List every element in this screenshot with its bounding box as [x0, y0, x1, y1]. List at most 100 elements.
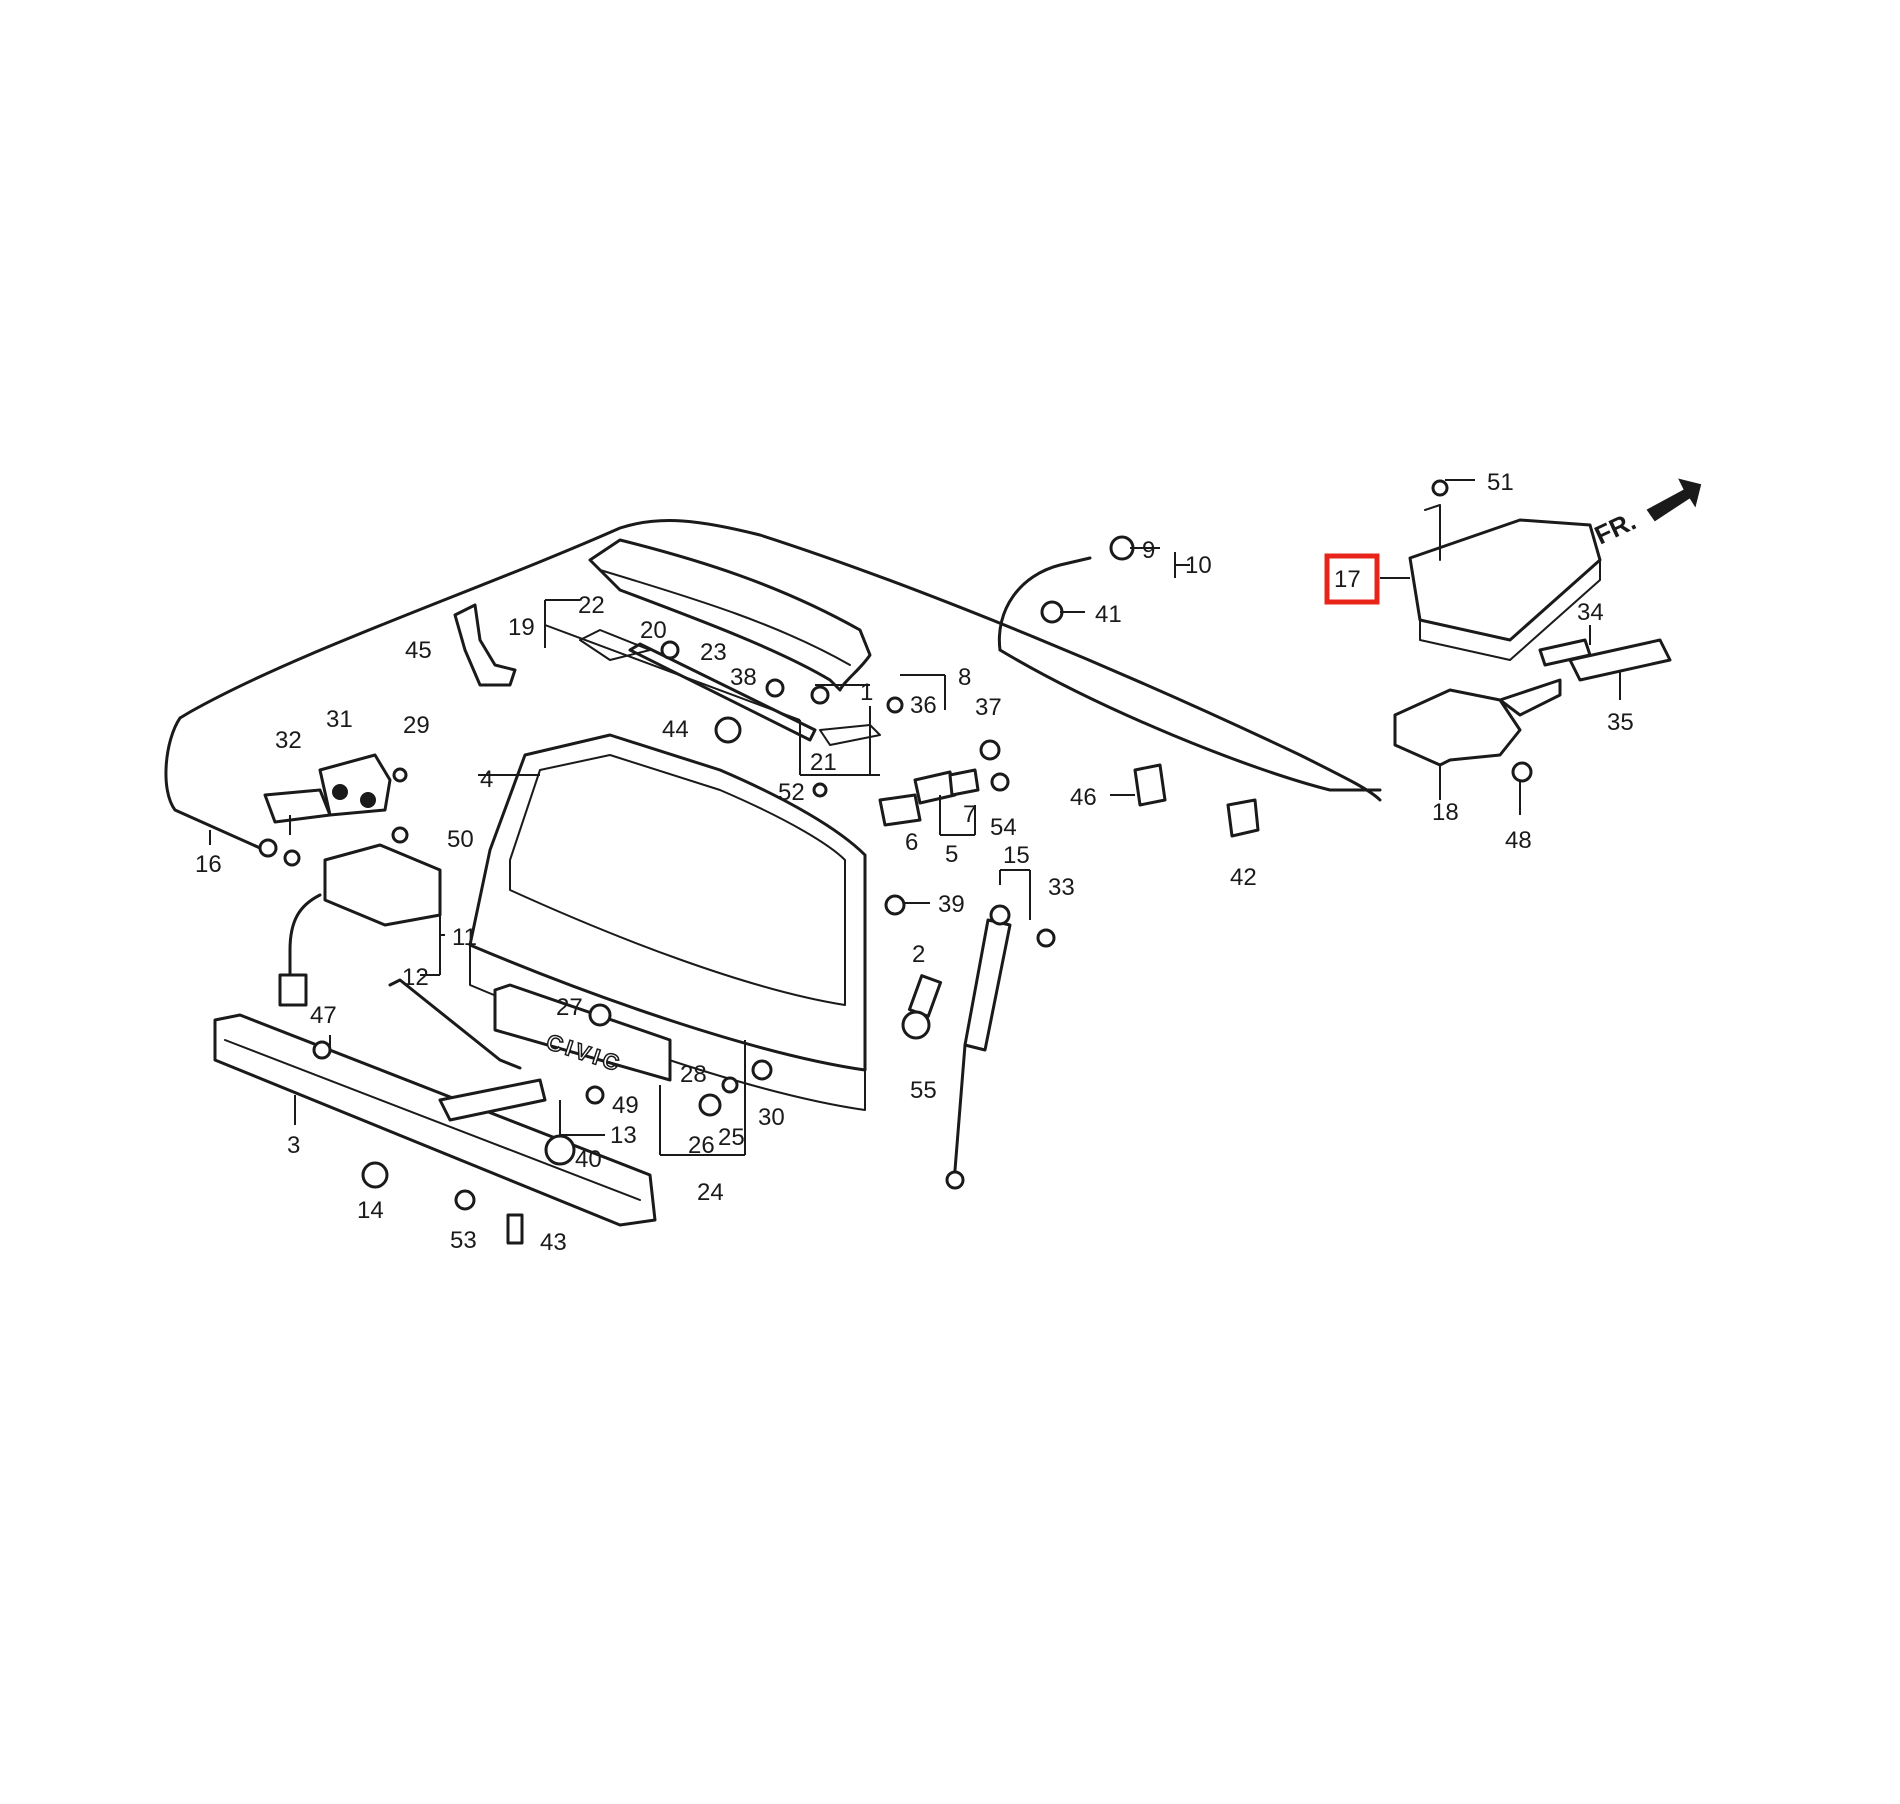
bracket-6: [878, 793, 922, 827]
callout-22: 22: [578, 592, 605, 619]
grommet-53: [454, 1189, 476, 1211]
callout-10: 10: [1185, 552, 1212, 579]
bolt-48: [1511, 761, 1533, 783]
callout-26: 26: [688, 1132, 715, 1159]
front-direction-label: FR.: [1590, 506, 1641, 551]
hinge-part: [318, 753, 392, 817]
callout-3: 3: [287, 1132, 300, 1159]
callout-labels: 1 2 3 4 5 6 7 8 9 10 11 12 13 14 15 16 1…: [195, 469, 1634, 1256]
front-arrow-icon: [1646, 478, 1702, 522]
highlight-box-17: [1324, 553, 1380, 605]
callout-15: 15: [1003, 842, 1030, 869]
fastener-39: [884, 894, 906, 916]
callout-14: 14: [357, 1197, 384, 1224]
callout-13: 13: [610, 1122, 637, 1149]
cable-lower-branch: [998, 648, 1382, 792]
callout-53: 53: [450, 1227, 477, 1254]
fastener-25: [721, 1076, 739, 1094]
clip-41: [1040, 600, 1064, 624]
callout-34: 34: [1577, 599, 1604, 626]
lock-wire: [288, 893, 322, 982]
plate-40: [544, 1134, 576, 1166]
bolt-51: [1431, 479, 1449, 497]
callout-8: 8: [958, 664, 971, 691]
cover-17-tab: [1424, 504, 1441, 561]
callout-50: 50: [447, 826, 474, 853]
emblem-panel: [493, 983, 672, 1082]
callout-48: 48: [1505, 827, 1532, 854]
callout-19: 19: [508, 614, 535, 641]
callout-36: 36: [910, 692, 937, 719]
strut-top-end: [989, 904, 1011, 926]
fastener-36: [886, 696, 904, 714]
callout-23: 23: [700, 639, 727, 666]
cable-end-part: [258, 838, 278, 858]
bracket-45-part: [453, 603, 517, 687]
callout-1: 1: [860, 679, 873, 706]
cylinder-13: [438, 1078, 547, 1122]
callout-54: 54: [990, 814, 1017, 841]
spoiler-part: [588, 538, 872, 692]
strut-rod: [953, 1043, 967, 1172]
callout-42: 42: [1230, 864, 1257, 891]
clip-38: [765, 678, 785, 698]
callout-2: 2: [912, 941, 925, 968]
callout-46: 46: [1070, 784, 1097, 811]
callout-51: 51: [1487, 469, 1514, 496]
bolt-49: [585, 1085, 605, 1105]
cable-end-ring: [283, 849, 301, 867]
fastener-9: [1109, 535, 1135, 561]
callout-29: 29: [403, 712, 430, 739]
callout-9: 9: [1142, 537, 1155, 564]
grommet-55-part: [901, 1010, 931, 1040]
callout-16: 16: [195, 851, 222, 878]
clip-46: [1133, 763, 1167, 807]
hinge-bolt-b: [360, 792, 376, 808]
latch-arm: [1498, 678, 1562, 717]
strut-body: [963, 918, 1012, 1052]
callout-28: 28: [680, 1061, 707, 1088]
callout-47: 47: [310, 1002, 337, 1029]
callout-31: 31: [326, 706, 353, 733]
clip-42: [1226, 798, 1260, 838]
cover-17-part: [1408, 518, 1602, 642]
callout-41: 41: [1095, 601, 1122, 628]
cover-17-side: [1419, 559, 1601, 661]
fastener-54: [990, 772, 1010, 792]
bolt-29: [392, 767, 408, 783]
clip-27: [588, 1003, 612, 1027]
latch-part: [1393, 688, 1522, 767]
callout-17: 17: [1334, 566, 1361, 593]
bolt-43: [506, 1213, 524, 1245]
callout-45: 45: [405, 637, 432, 664]
clip-21: [819, 724, 881, 746]
spoiler-edge: [599, 569, 851, 666]
hinge-bolt-a: [332, 784, 348, 800]
callout-33: 33: [1048, 874, 1075, 901]
clip-26: [698, 1093, 722, 1117]
lock-rod: [388, 978, 522, 1070]
callout-25: 25: [718, 1124, 745, 1151]
callout-7: 7: [963, 801, 976, 828]
lock-connector: [278, 973, 308, 1007]
callout-30: 30: [758, 1104, 785, 1131]
callout-4: 4: [480, 766, 493, 793]
callout-12: 12: [402, 964, 429, 991]
callout-27: 27: [556, 994, 583, 1021]
bolt-47: [312, 1040, 332, 1060]
fastener-37: [979, 739, 1001, 761]
grommet-14: [361, 1161, 389, 1189]
strut-end: [945, 1170, 965, 1190]
bolt-50: [391, 826, 409, 844]
fastener-30: [751, 1059, 773, 1081]
opener-cable: [164, 519, 1382, 850]
hatch-glass-inner: [509, 754, 846, 1006]
cable-branch: [997, 556, 1092, 652]
leader-lines: [209, 479, 1621, 1156]
callout-37: 37: [975, 694, 1002, 721]
callout-18: 18: [1432, 799, 1459, 826]
fastener-33: [1036, 928, 1056, 948]
lock-assembly: [323, 843, 442, 927]
